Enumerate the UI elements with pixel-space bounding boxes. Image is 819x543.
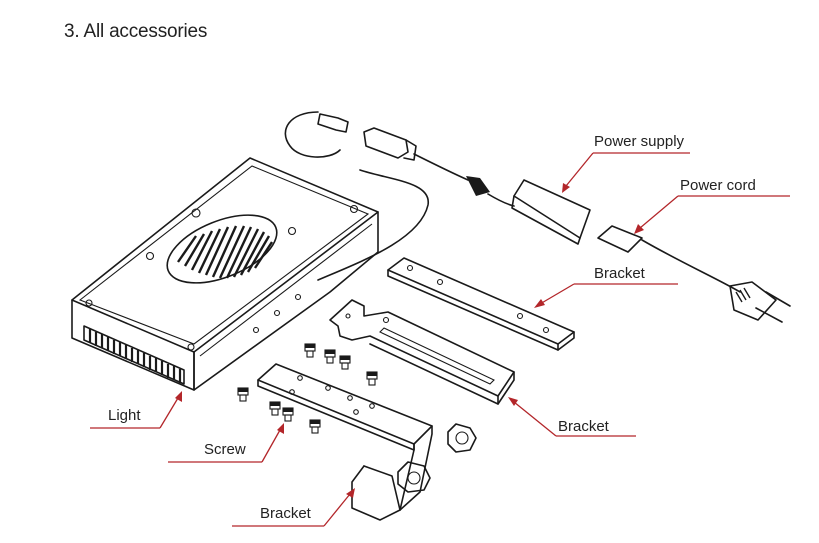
- knob-icon: [397, 423, 477, 493]
- bracket-z-icon: [257, 363, 433, 521]
- label-bracket-mid: Bracket: [558, 418, 610, 435]
- label-light: Light: [108, 407, 141, 424]
- light-fixture-icon: [71, 157, 379, 391]
- bracket-flat-icon: [387, 257, 575, 351]
- power-supply-icon: [284, 111, 591, 281]
- screw-icon: [237, 343, 378, 434]
- label-power-cord: Power cord: [680, 177, 756, 194]
- label-screw: Screw: [204, 441, 246, 458]
- page-title: 3. All accessories: [64, 21, 208, 42]
- leader-lines: [90, 152, 790, 527]
- power-cord-icon: [597, 225, 791, 323]
- label-bracket-top: Bracket: [594, 265, 646, 282]
- bracket-slotted-icon: [329, 299, 515, 405]
- label-power-supply: Power supply: [594, 133, 685, 150]
- label-bracket-bottom: Bracket: [260, 505, 312, 522]
